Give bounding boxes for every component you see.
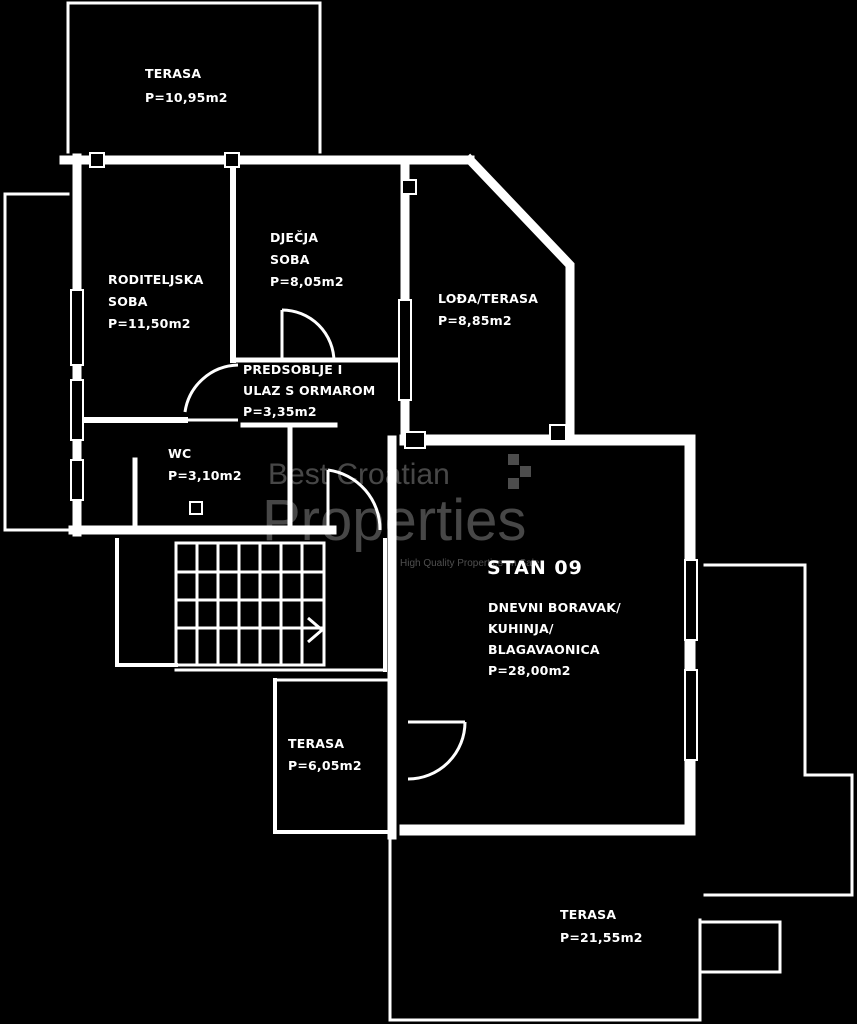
- door-entry-swing-icon: [407, 721, 467, 781]
- door-hall-swing-icon: [327, 468, 382, 531]
- doors: [183, 308, 467, 781]
- wall-diagonal-top: [463, 153, 575, 435]
- label-predsoblje: PREDSOBLJE I ULAZ S ORMAROM P=3,35m2: [243, 362, 380, 419]
- label-terasa-small: TERASA P=6,05m2: [288, 736, 362, 773]
- label-roditeljska-soba: RODITELJSKA SOBA P=11,50m2: [108, 272, 208, 331]
- watermark-logo-icon: [508, 454, 531, 489]
- terrace-right-outline: [703, 563, 854, 897]
- watermark-tagline: High Quality Properties on Sale: [400, 558, 540, 569]
- walls: [3, 1, 854, 1022]
- stairwell-outline: [115, 538, 178, 667]
- terrace-bottom-box: [700, 920, 782, 974]
- label-lodja-terasa: LOĐA/TERASA P=8,85m2: [438, 291, 543, 328]
- terrace-bottom-outline: [388, 836, 702, 1022]
- label-wc: WC P=3,10m2: [168, 446, 242, 483]
- label-dnevni-boravak: DNEVNI BORAVAK/ KUHINJA/ BLAGAVAONICA P=…: [488, 600, 625, 678]
- stairs: [174, 541, 326, 667]
- watermark-line1: Best Croatian: [268, 458, 450, 491]
- terrace-top-outline: [66, 1, 322, 154]
- label-terasa-top: TERASA P=10,95m2: [145, 66, 228, 105]
- label-unit-name: STAN 09: [487, 557, 583, 579]
- balcony-left-outline: [3, 192, 70, 532]
- label-djecja-soba: DJEČJA SOBA P=8,05m2: [270, 230, 344, 289]
- label-terasa-bottom: TERASA P=21,55m2: [560, 907, 643, 945]
- watermark: Best Croatian Properties High Quality Pr…: [262, 454, 540, 569]
- door-roditeljska-swing-icon: [183, 363, 239, 413]
- room-labels: TERASA P=10,95m2 RODITELJSKA SOBA P=11,5…: [108, 66, 643, 945]
- windows: [70, 152, 698, 761]
- terrace-small-outline: [273, 678, 390, 834]
- door-djecja-swing-icon: [281, 308, 336, 363]
